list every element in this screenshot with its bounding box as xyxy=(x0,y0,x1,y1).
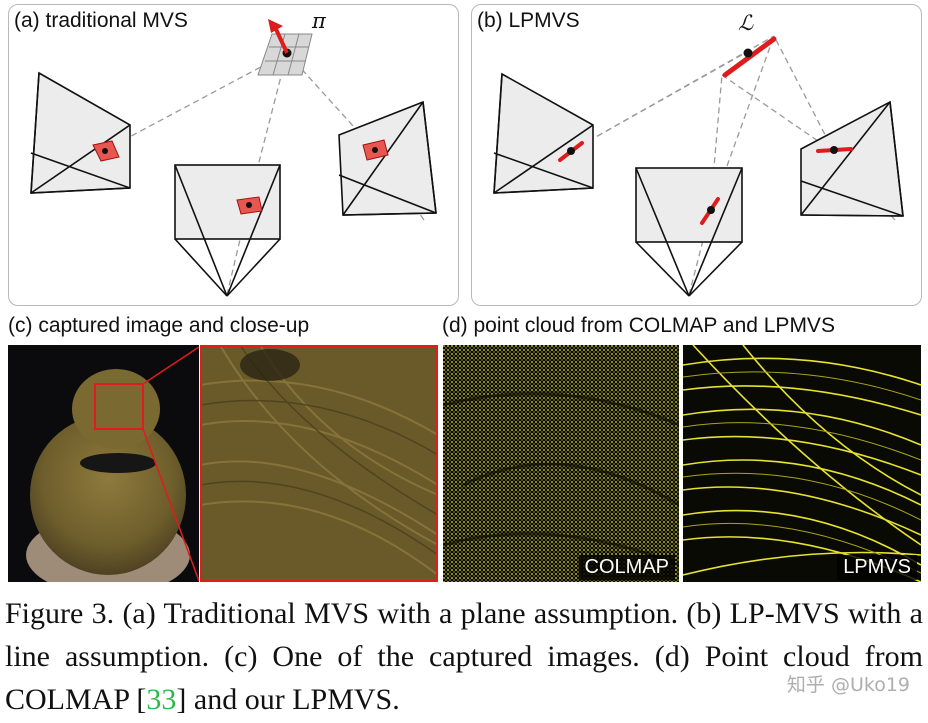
lpmvs-tag: LPMVS xyxy=(837,555,917,580)
watermark: 知乎 @Uko19 xyxy=(786,674,910,696)
subcaption-d: (d) point cloud from COLMAP and LPMVS xyxy=(442,314,835,337)
caption-text-start: Figure 3. (a) Traditional MVS with a pla… xyxy=(5,597,923,716)
right-camera xyxy=(338,100,437,216)
left-camera xyxy=(493,72,594,194)
right-camera xyxy=(800,100,904,217)
middle-camera xyxy=(635,167,743,297)
lpmvs-point-cloud: LPMVS xyxy=(683,345,921,582)
citation-link[interactable]: 33 xyxy=(146,683,177,716)
left-camera xyxy=(30,71,131,194)
line-symbol: ℒ xyxy=(738,11,754,35)
panel-traditional-mvs: (a) traditional MVS π xyxy=(8,4,459,306)
close-up-image xyxy=(200,345,438,582)
panel-b-label: (b) LPMVS xyxy=(477,9,580,32)
panel-a-label: (a) traditional MVS xyxy=(14,9,188,32)
middle-camera xyxy=(174,164,281,297)
colmap-tag: COLMAP xyxy=(578,555,675,580)
plane-normal-arrow xyxy=(268,19,289,54)
line-segment xyxy=(722,36,777,78)
figure-caption: Figure 3. (a) Traditional MVS with a pla… xyxy=(5,592,923,721)
mvs-plane-diagram xyxy=(30,19,437,297)
caption-text-end: ] and our LPMVS. xyxy=(176,683,400,716)
captured-image xyxy=(8,345,199,582)
lpmvs-line-diagram xyxy=(493,35,904,297)
plane-symbol: π xyxy=(312,9,326,33)
panel-lpmvs: (b) LPMVS ℒ xyxy=(471,4,922,306)
colmap-point-cloud: COLMAP xyxy=(443,345,679,582)
subcaption-c: (c) captured image and close-up xyxy=(8,314,310,337)
